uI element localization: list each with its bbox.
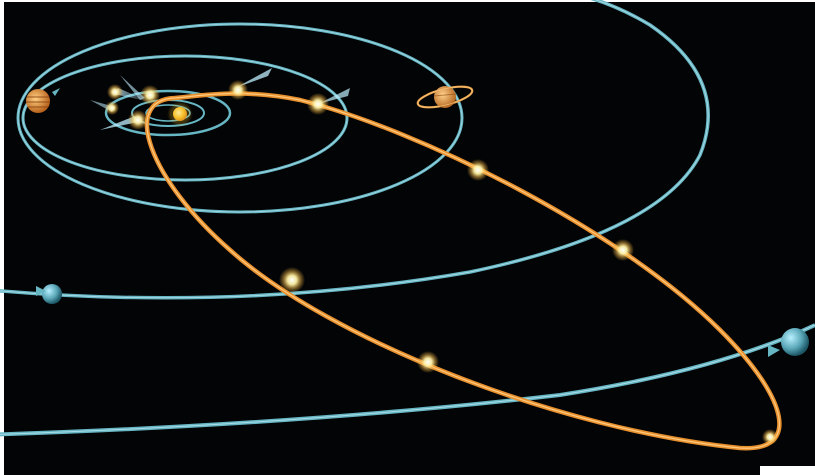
comet-far	[762, 429, 778, 445]
comet-mid-4	[417, 351, 439, 373]
comet-mid-1	[467, 159, 489, 181]
left-border	[0, 0, 4, 475]
comet-mid-3	[279, 267, 305, 293]
corner-mark	[760, 466, 815, 475]
comet-mid-2	[612, 239, 634, 261]
top-border	[0, 0, 815, 2]
